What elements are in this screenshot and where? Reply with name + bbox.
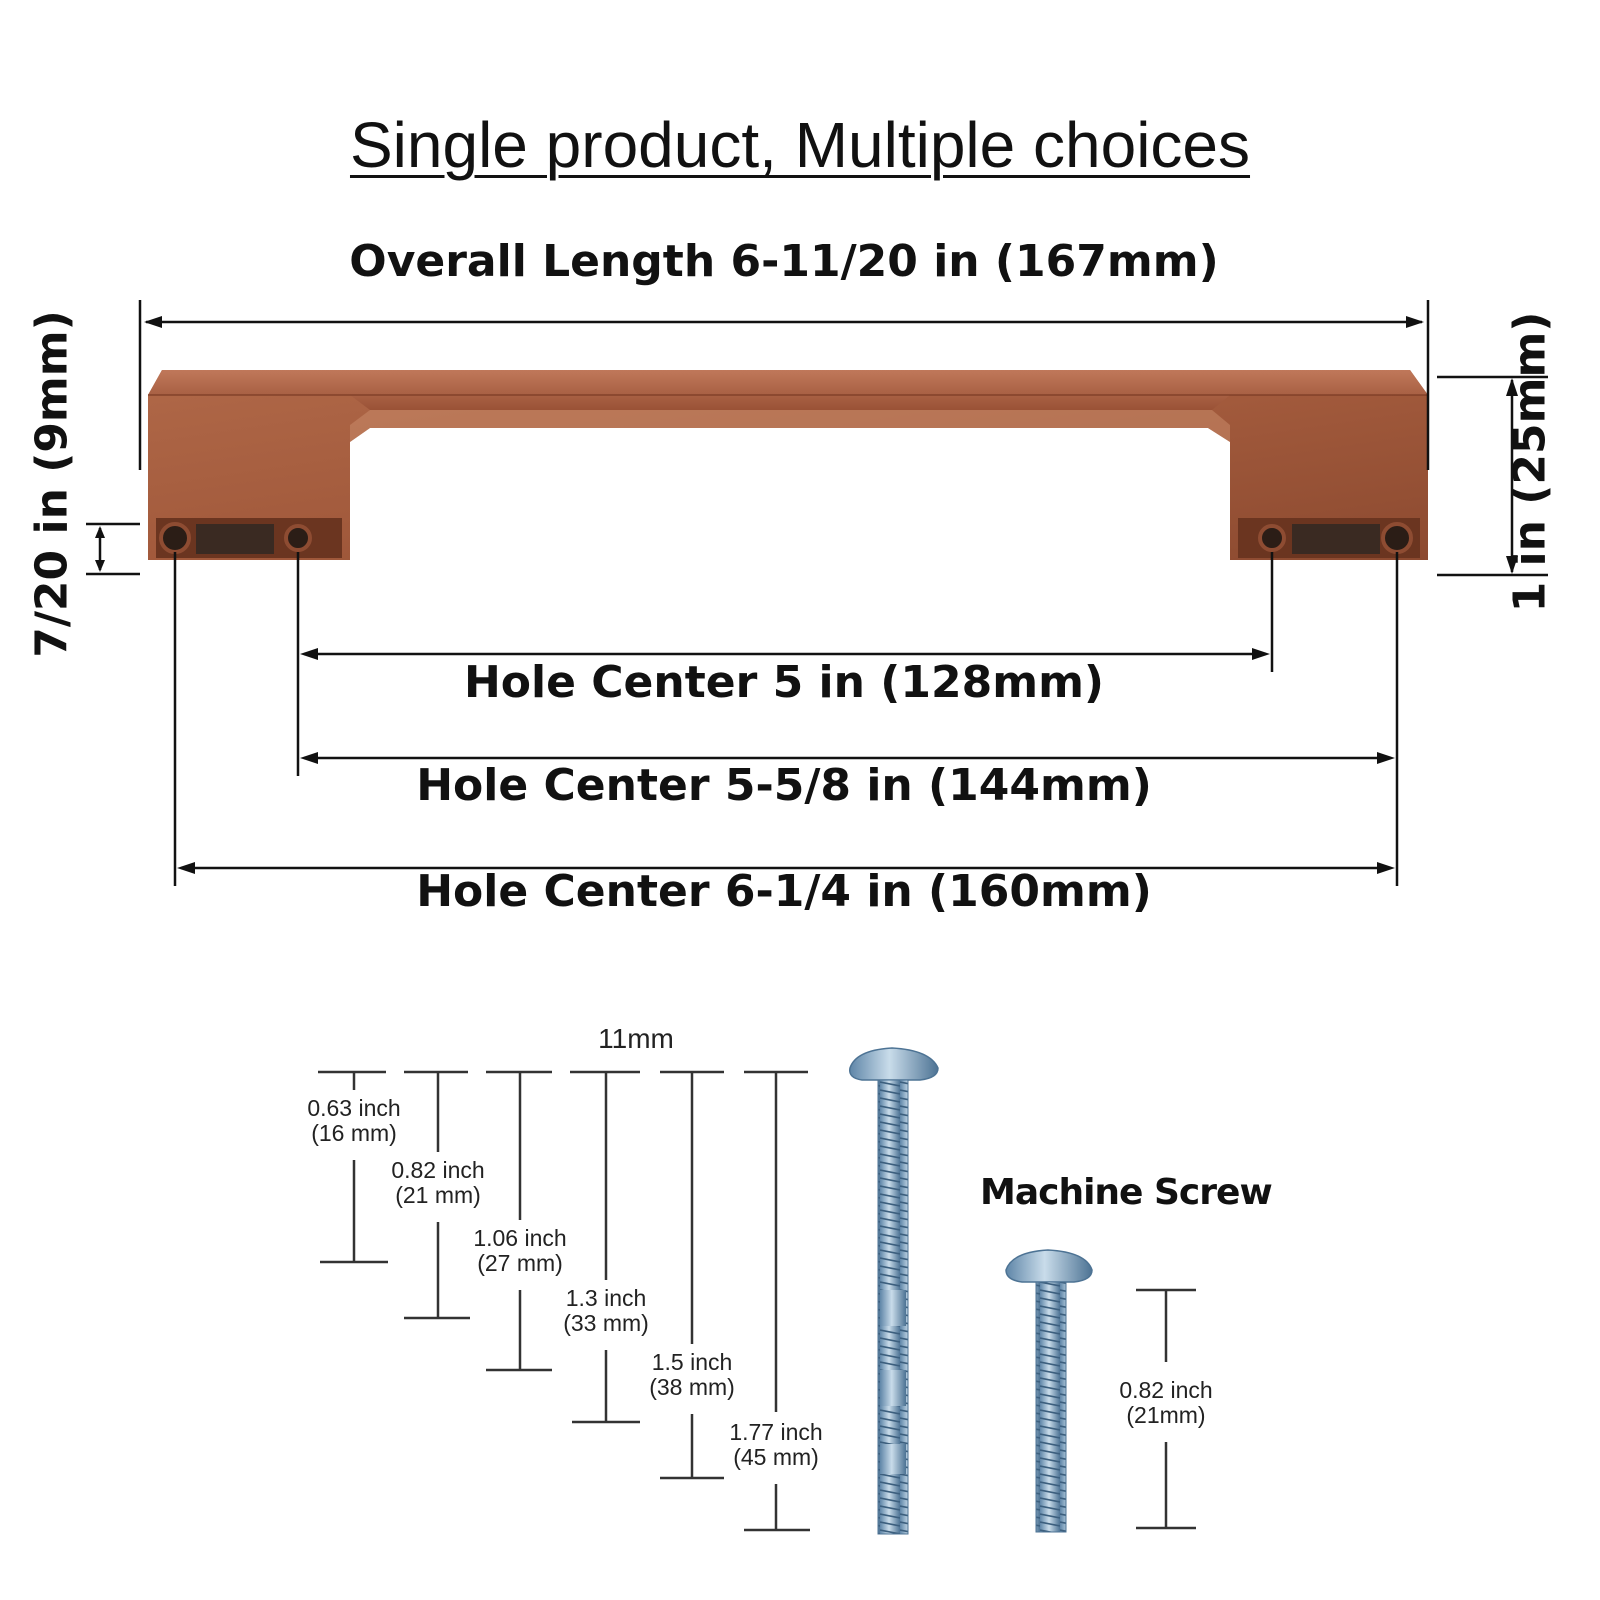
machine-screw-length-label: 0.82 inch(21mm) xyxy=(1119,1377,1213,1428)
hole-center-128-label: Hole Center 5 in (128mm) xyxy=(463,657,1105,708)
long-screw xyxy=(849,1047,939,1535)
length-33-label: 1.3 inch(33 mm) xyxy=(563,1285,649,1336)
length-21-label: 0.82 inch(21 mm) xyxy=(391,1157,485,1208)
cabinet-handle xyxy=(148,370,1428,560)
machine-screw-label: Machine Screw xyxy=(980,1172,1273,1213)
hole-center-144-label: Hole Center 5-5/8 in (144mm) xyxy=(416,760,1152,811)
machine-screw xyxy=(1005,1249,1093,1533)
length-38-label: 1.5 inch(38 mm) xyxy=(649,1349,735,1400)
page-title: Single product, Multiple choices xyxy=(349,109,1251,181)
length-27-label: 1.06 inch(27 mm) xyxy=(473,1225,567,1276)
head-size-label: 11mm xyxy=(598,1023,674,1054)
screw-length-rulers xyxy=(318,1070,1196,1532)
dimension-lines xyxy=(86,300,1548,886)
hole-center-160-label: Hole Center 6-1/4 in (160mm) xyxy=(416,866,1152,917)
length-16-label: 0.63 inch(16 mm) xyxy=(307,1095,401,1146)
overall-length-label: Overall Length 6-11/20 in (167mm) xyxy=(349,236,1219,287)
length-45-label: 1.77 inch(45 mm) xyxy=(729,1419,823,1470)
